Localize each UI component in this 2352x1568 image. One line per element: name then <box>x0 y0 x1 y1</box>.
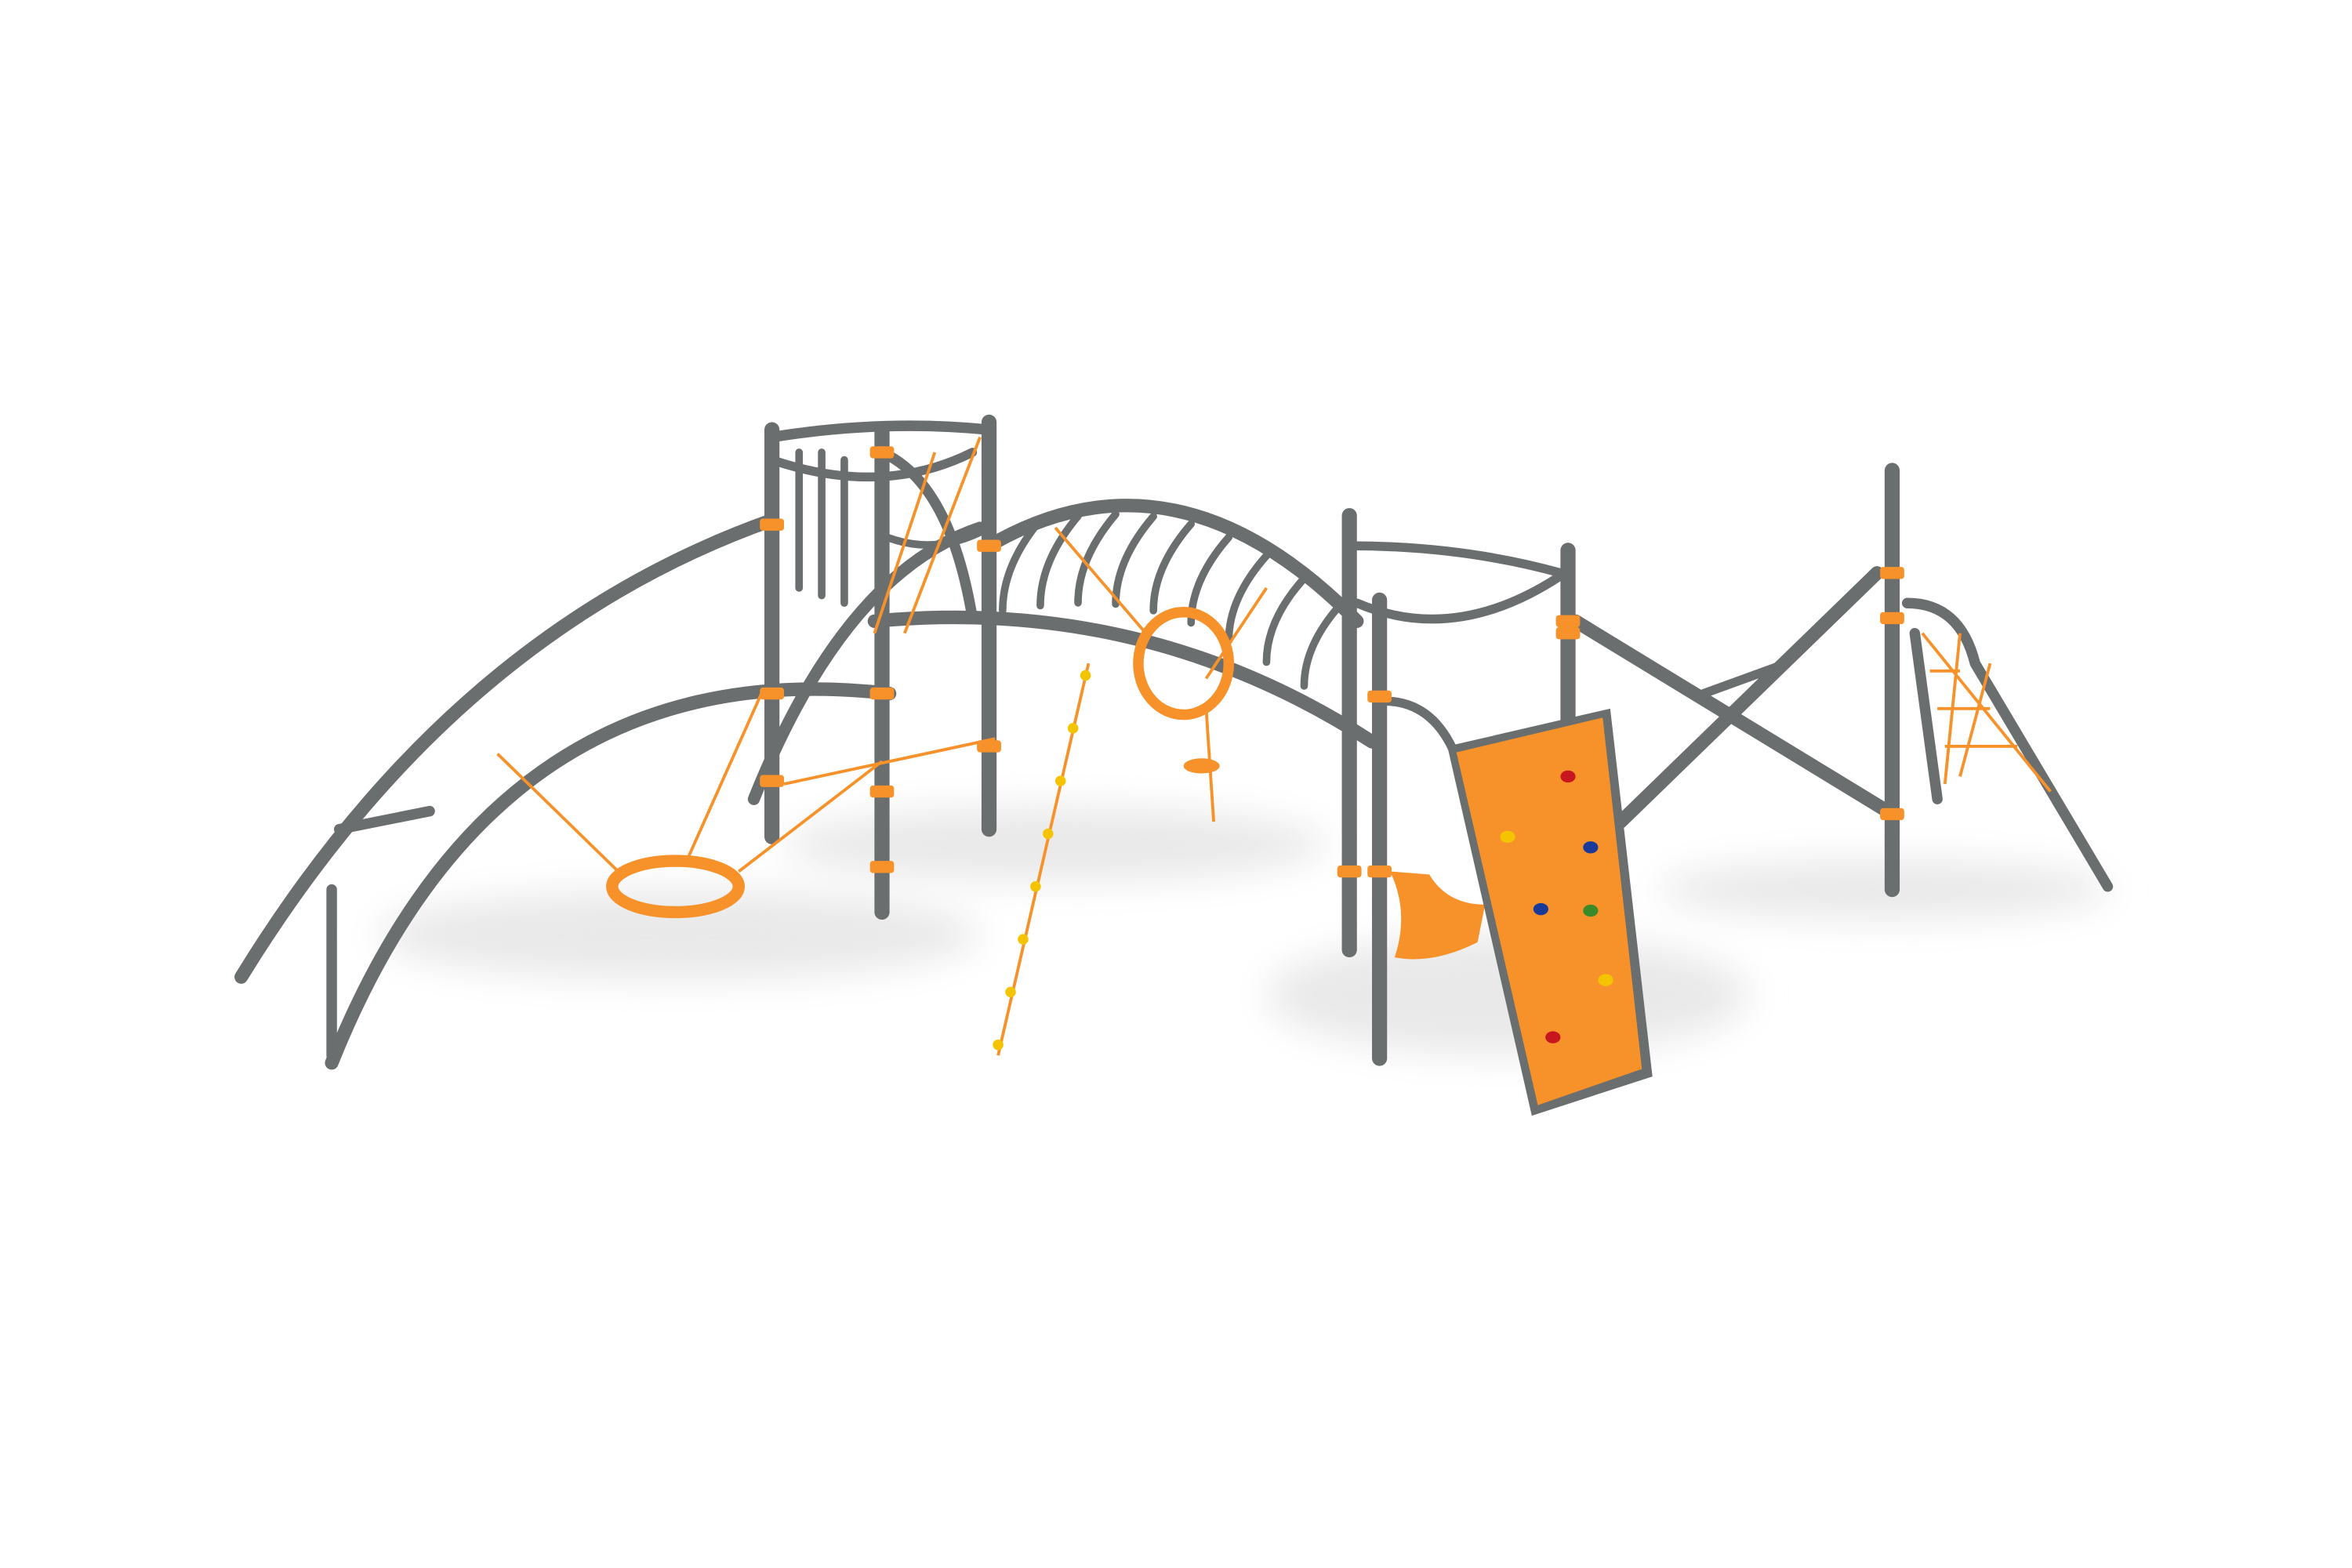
orange-clamp <box>869 861 895 873</box>
tower <box>764 414 997 920</box>
bridge-rung <box>1149 520 1196 615</box>
ground-shadows <box>376 806 2111 1056</box>
rope-bead <box>1067 723 1079 734</box>
orange-clamp <box>1880 612 1904 625</box>
climbing-hold <box>1500 830 1515 843</box>
rope-bead <box>993 1039 1004 1051</box>
bead-climbing-rope <box>993 662 1091 1056</box>
climbing-hold <box>1583 841 1599 854</box>
disc-swing <box>1183 758 1220 774</box>
rope-bead <box>1043 828 1054 840</box>
rope-bead <box>1080 670 1091 681</box>
climbing-hold <box>1545 1031 1561 1044</box>
climbing-hold <box>1560 770 1576 783</box>
climbing-hold <box>1533 902 1548 916</box>
orange-clamp <box>760 687 784 700</box>
orange-clamp <box>760 775 784 787</box>
left-arches <box>234 513 986 1070</box>
hanging-ring <box>1133 607 1235 720</box>
climbing-wall <box>1447 708 1653 1116</box>
orange-clamp <box>1367 690 1392 703</box>
bridge-rung <box>1112 512 1157 608</box>
climbing-hold <box>1583 904 1599 917</box>
rope-bead <box>1030 881 1041 892</box>
rope-bead <box>1055 775 1066 786</box>
rope-bead <box>1018 934 1029 945</box>
orange-clamp <box>1337 865 1362 878</box>
orange-clamp <box>1555 627 1581 640</box>
bridge-rung <box>1262 574 1308 666</box>
bridge-rung <box>999 516 1044 615</box>
rope-net-right <box>1921 632 2052 793</box>
bridge-rung <box>1300 599 1346 690</box>
ring-swing <box>606 855 745 919</box>
orange-clamp <box>1367 865 1392 878</box>
bridge-rung <box>1074 510 1120 607</box>
orange-clamp <box>1880 567 1904 579</box>
orange-clamp <box>977 740 1001 753</box>
hammock-seat <box>1390 871 1486 960</box>
orange-clamp <box>760 518 784 531</box>
climbing-hold <box>1598 974 1613 986</box>
orange-clamp <box>869 785 895 798</box>
rope-bead <box>1005 986 1016 998</box>
orange-clamp <box>1880 808 1904 821</box>
orange-clamp <box>869 687 895 700</box>
bridge-rung <box>1036 512 1082 610</box>
orange-clamp <box>869 446 895 459</box>
bridge-rung <box>1225 551 1271 644</box>
orange-clamp <box>1555 615 1581 627</box>
orange-clamp <box>977 539 1001 552</box>
clamps <box>760 446 1904 878</box>
